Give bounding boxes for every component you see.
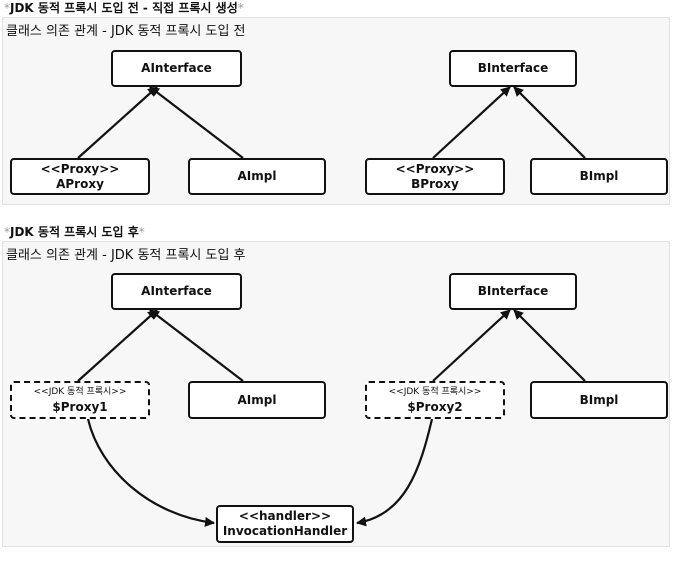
aimpl-box: AImpl	[188, 158, 326, 195]
bimpl-box: BImpl	[530, 158, 668, 195]
aimpl-label-after: AImpl	[237, 392, 277, 407]
arrow-aproxy-to-ainterface	[77, 86, 158, 159]
emphasis-marker: *	[138, 225, 145, 239]
proxy1-box: <<JDK 동적 프록시>> $Proxy1	[10, 381, 150, 419]
proxy1-stereotype: <<JDK 동적 프록시>>	[33, 387, 127, 397]
aimpl-label: AImpl	[237, 169, 277, 183]
panel-after-title: 클래스 의존 관계 - JDK 동적 프록시 도입 후	[6, 248, 246, 263]
aproxy-stereotype: <<Proxy>>	[40, 161, 120, 176]
binterface-label-after: BInterface	[477, 284, 549, 298]
invocation-handler-box: <<handler>> InvocationHandler	[216, 505, 354, 543]
bimpl-label-after: BImpl	[579, 392, 619, 407]
proxy2-box: <<JDK 동적 프록시>> $Proxy2	[365, 381, 505, 419]
ainterface-label-after: AInterface	[141, 284, 212, 298]
bproxy-box: <<Proxy>> BProxy	[365, 158, 505, 195]
emphasis-marker: *	[4, 1, 10, 15]
proxy2-stereotype: <<JDK 동적 프록시>>	[388, 387, 482, 397]
bimpl-box-after: BImpl	[530, 381, 668, 419]
panel-before-title: 클래스 의존 관계 - JDK 동적 프록시 도입 전	[6, 24, 246, 39]
arrow-bimpl-to-binterface	[513, 86, 586, 159]
section-before-heading-text: JDK 동적 프록시 도입 전 - 직접 프록시 생성	[10, 1, 238, 15]
bimpl-label: BImpl	[579, 169, 619, 183]
section-after-heading: *JDK 동적 프록시 도입 후*	[4, 225, 145, 239]
binterface-box-after: BInterface	[449, 273, 577, 310]
aimpl-box-after: AImpl	[188, 381, 326, 419]
aproxy-box: <<Proxy>> AProxy	[10, 158, 150, 195]
ainterface-label: AInterface	[141, 61, 212, 75]
emphasis-marker: *	[4, 225, 10, 239]
binterface-label: BInterface	[477, 61, 549, 75]
arrow-proxy2-to-handler	[356, 418, 434, 527]
ainterface-box: AInterface	[111, 50, 242, 87]
arrow-bproxy-to-binterface	[432, 86, 511, 159]
handler-stereotype: <<handler>>	[238, 509, 332, 523]
arrow-proxy1-to-ainterface	[77, 309, 158, 382]
arrow-aimpl-to-ainterface	[149, 86, 244, 159]
bproxy-label: BProxy	[411, 176, 459, 191]
section-before-heading: *JDK 동적 프록시 도입 전 - 직접 프록시 생성*	[4, 1, 244, 15]
handler-label: InvocationHandler	[222, 524, 348, 538]
proxy2-label: $Proxy2	[407, 400, 463, 414]
emphasis-marker: *	[237, 1, 244, 15]
proxy1-label: $Proxy1	[52, 400, 108, 414]
arrow-bimpl2-to-binterface	[513, 309, 586, 382]
bproxy-stereotype: <<Proxy>>	[395, 161, 475, 176]
section-after-heading-text: JDK 동적 프록시 도입 후	[10, 225, 139, 239]
aproxy-label: AProxy	[56, 176, 104, 191]
arrow-proxy1-to-handler	[86, 418, 215, 527]
ainterface-box-after: AInterface	[111, 273, 242, 310]
arrow-aimpl2-to-ainterface	[149, 309, 244, 382]
binterface-box: BInterface	[449, 50, 577, 87]
arrow-proxy2-to-binterface	[432, 309, 511, 382]
